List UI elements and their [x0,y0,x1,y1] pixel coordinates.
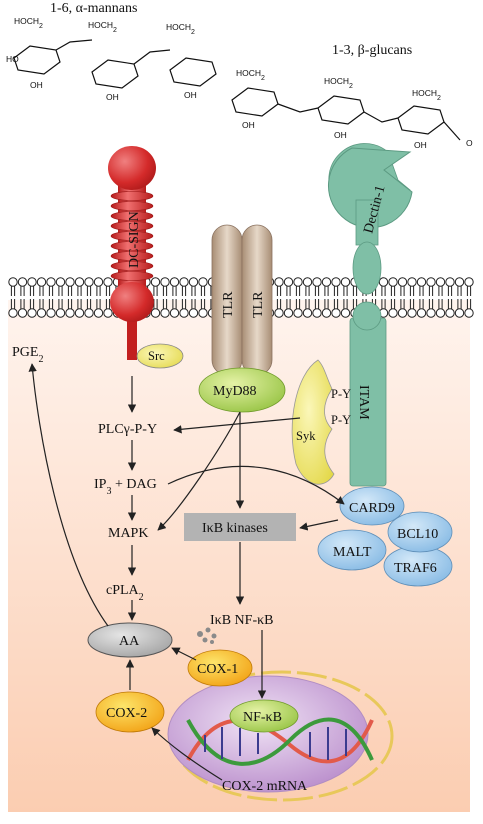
cox2-node: COX-2 [95,691,165,733]
syk-label: Syk [296,429,316,443]
pge2-label: PGE2 [12,345,43,365]
chem-hoch2: HOCH2 [88,20,117,34]
malt-shape [317,529,387,571]
ip3-dag-label: IP3 + DAG [94,477,157,497]
dectin-pacman [328,147,413,229]
cox1-particles [197,627,217,644]
tlr-dimer: TLR TLR [211,224,273,376]
glucans-label: 1-3, β-glucans [332,43,412,58]
plcy-label: PLCγ-P-Y [98,422,157,437]
dc-sign-base [110,282,154,322]
nfkb-label: NF-κB [243,710,282,725]
myd88-node: MyD88 [198,367,286,413]
mannan-chain [13,39,217,89]
chem-oh: OH [30,80,43,90]
mapk-label: MAPK [108,526,148,541]
card9-label: CARD9 [349,501,395,516]
itam-label: ITAM [356,385,371,420]
chem-hoch2: HOCH2 [324,76,353,90]
tlr-left-label: TLR [221,291,236,318]
chem-oh: OH [414,140,427,150]
cpla2-label: cPLA2 [106,583,144,603]
syk-node: Syk P-Y P-Y [291,359,351,485]
chem-oh: OH [242,120,255,130]
malt-label: MALT [333,545,372,560]
chem-oh: OH [334,130,347,140]
cox2-mrna-label: COX-2 mRNA [222,779,308,794]
myd88-label: MyD88 [213,384,257,399]
ikb-nfkb-label: IκB NF-κB [210,613,274,628]
dc-sign-label: DC-SIGN [127,211,142,268]
tlr-right-label: TLR [251,291,266,318]
nucleus: NF-κB COX-2 mRNA [167,670,394,802]
arrows [28,363,345,781]
glucan-chain [231,87,461,141]
ikb-kinases-label: IκB kinases [202,521,268,536]
chem-oh: OH [106,92,119,102]
mannans-label: 1-6, α-mannans [50,1,137,16]
bcl10-shape [387,511,453,553]
chem-hoch2: HOCH2 [412,88,441,102]
chem-oh: OH [184,90,197,100]
nucleus-body [167,675,369,793]
nfkb-node [229,699,299,733]
chem-hoch2: HOCH2 [14,16,43,30]
bcl10-label: BCL10 [397,527,438,542]
src-label: Src [148,349,165,363]
cox1-label: COX-1 [197,662,238,677]
chem-hoch2: HOCH2 [166,22,195,36]
ikb-kinases-box: IκB kinases [184,513,296,541]
traf6-label: TRAF6 [394,561,437,576]
aa-node: AA [87,622,173,658]
card9-shape [339,486,405,526]
dc-sign-tail [127,290,137,360]
card9-complex: CARD9 MALT BCL10 TRAF6 [317,486,453,587]
dc-sign-rings [110,180,154,290]
dc-sign-head [108,146,156,190]
py-top-label: P-Y [331,387,351,401]
chem-labels: HOCH2 HO OH OH OH HOCH2 HOCH2 HOCH2 HOCH… [6,16,473,150]
cox2-label: COX-2 [106,706,147,721]
src-node: Src [136,343,184,369]
chem-hoch2: HOCH2 [236,68,265,82]
dectin-tm [352,241,382,295]
aa-label: AA [119,634,140,649]
chem-o: O [466,138,473,148]
chem-ho: HO [6,54,19,64]
cox1-node: COX-1 [187,627,253,687]
dc-sign-receptor: DC-SIGN [108,146,156,360]
dectin-1-receptor: Dectin-1 ITAM [328,143,413,487]
py-bottom-label: P-Y [331,413,351,427]
